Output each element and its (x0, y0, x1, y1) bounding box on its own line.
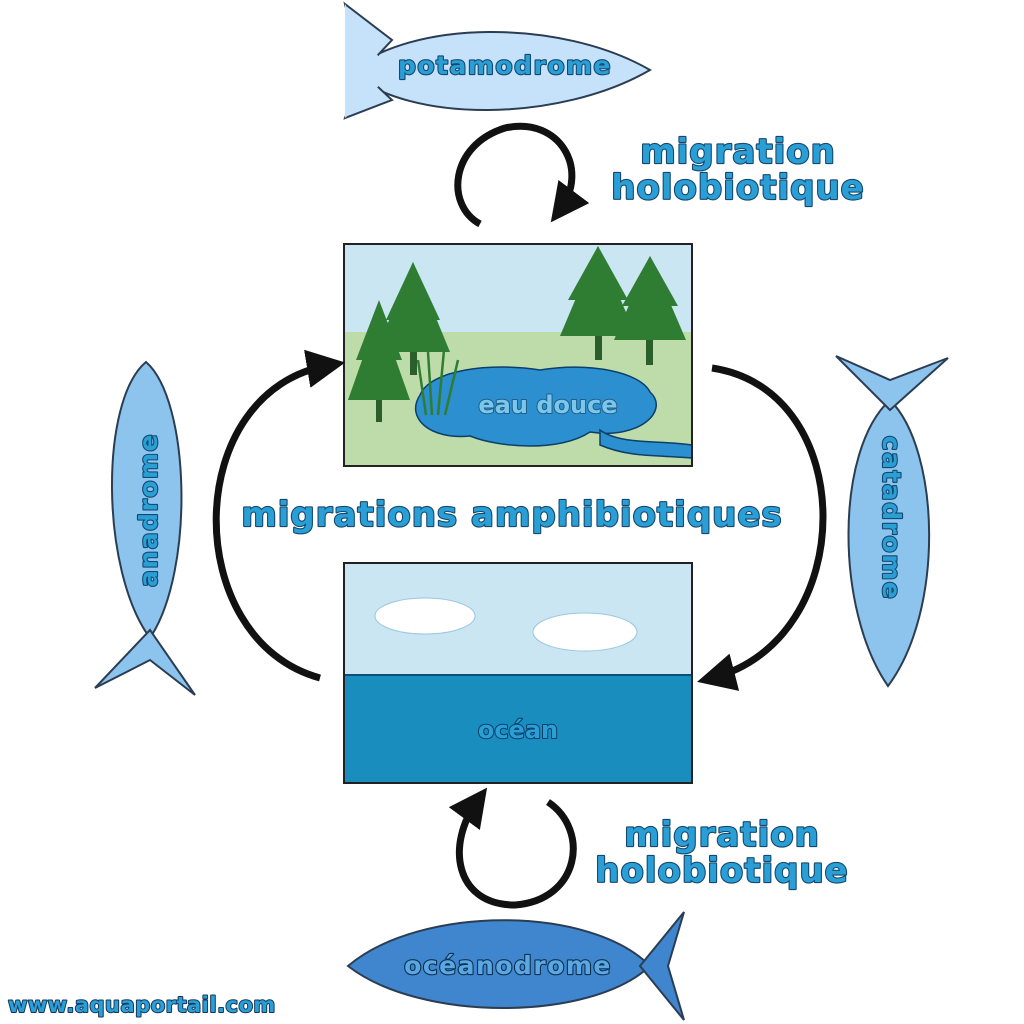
website-link[interactable]: www.aquaportail.com (7, 992, 276, 1018)
tree-right-1 (560, 246, 636, 360)
amphibiotic-migrations-label: migrations amphibiotiques (241, 495, 782, 535)
cloud-left (374, 597, 476, 635)
anadrome-label: anadrome (134, 433, 163, 587)
reeds (416, 349, 460, 416)
migration-holobiotic-bottom-line1: migration (624, 815, 820, 855)
anadrome-arrow (212, 349, 346, 682)
lake (414, 366, 657, 447)
freshwater-label: eau douce (478, 391, 617, 419)
catadrome-label: catadrome (877, 436, 906, 600)
ocean-label: océan (478, 716, 558, 744)
tree-left-back (376, 262, 450, 375)
potamodrome-fish (343, 1, 653, 120)
migration-holobiotic-top-line2: holobiotique (611, 168, 864, 208)
anadrome-fish (94, 360, 196, 696)
freshwater-panel (343, 243, 693, 467)
holobiotic-loop-arrow-bottom (448, 787, 577, 909)
catadrome-arrow (697, 364, 827, 691)
catadrome-fish (835, 355, 949, 688)
migration-holobiotic-bottom-line2: holobiotique (595, 851, 848, 891)
cloud-right (532, 612, 638, 652)
tree-right-2 (614, 256, 686, 365)
potamodrome-label: potamodrome (398, 51, 612, 80)
ocean-panel (343, 562, 693, 784)
oceanodrome-label: océanodrome (404, 951, 612, 980)
migration-holobiotic-top-line1: migration (640, 132, 836, 172)
holobiotic-loop-arrow-top (454, 122, 590, 228)
oceanodrome-fish (346, 911, 685, 1021)
